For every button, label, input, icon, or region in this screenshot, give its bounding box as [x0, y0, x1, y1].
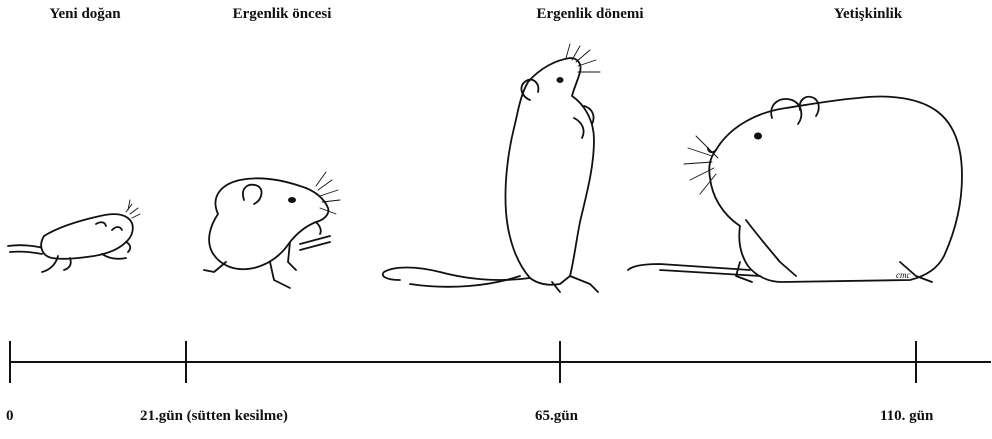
newborn-rat-drawing [8, 200, 140, 272]
artist-signature: cmc [896, 270, 911, 280]
tick-label-day-110: 110. gün [880, 408, 933, 425]
adolescent-rat-drawing [383, 44, 600, 292]
tick-label-day-0: 0 [6, 408, 14, 425]
prepubertal-rat-drawing [204, 172, 340, 288]
adult-rat-drawing: cmc [628, 97, 962, 282]
tick-label-day-21: 21.gün (sütten kesilme) [140, 408, 288, 425]
tick-label-day-65: 65.gün [535, 408, 578, 425]
timeline-axis [10, 342, 990, 382]
